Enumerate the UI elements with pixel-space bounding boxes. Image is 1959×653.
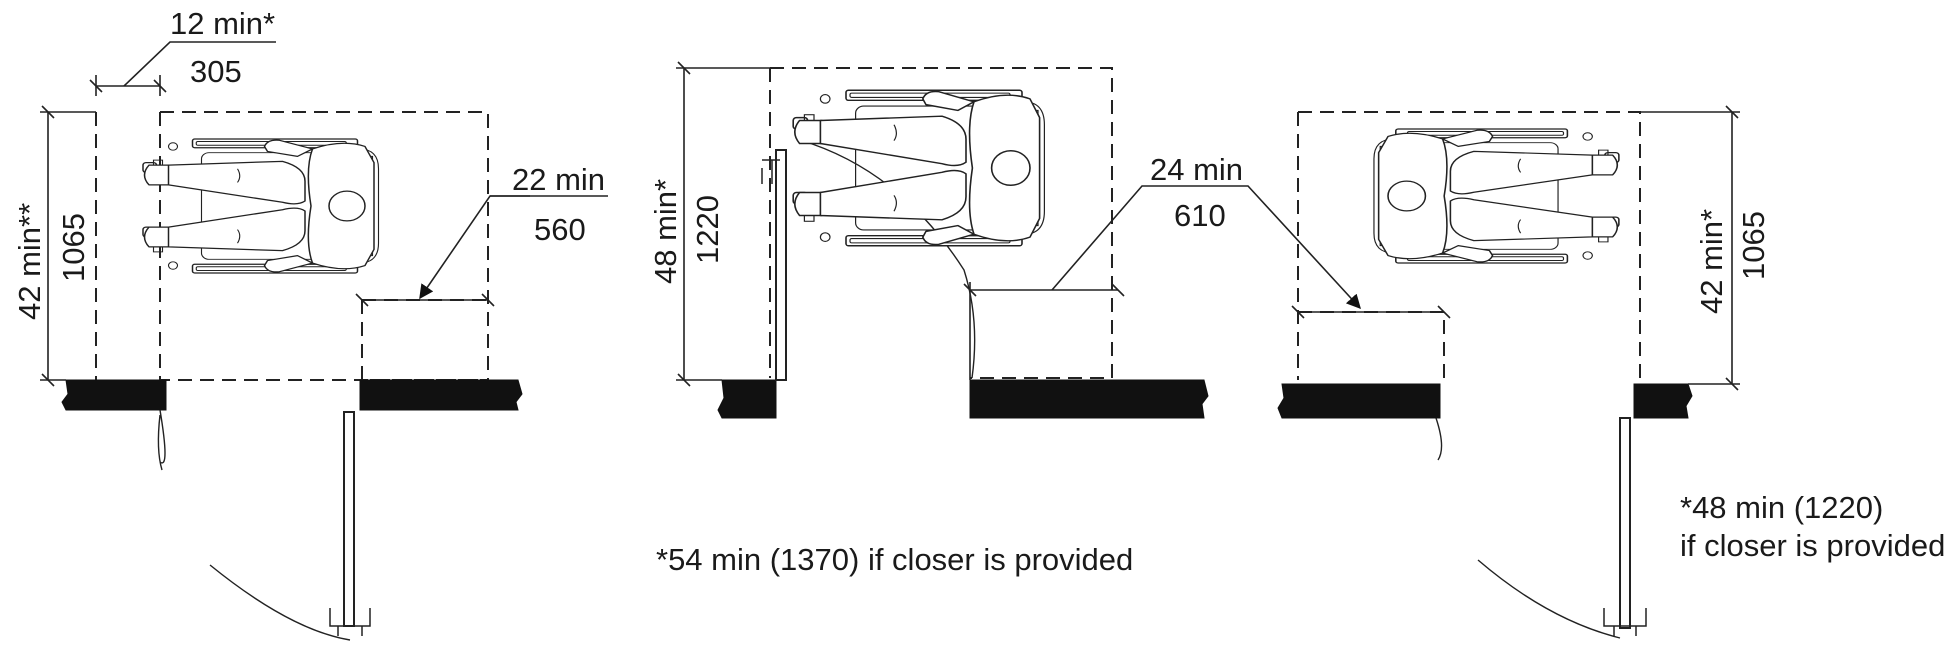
left-latch-side-mm: 560 <box>534 212 586 247</box>
left-door-offset-leader <box>123 41 276 87</box>
middle-door-handle <box>761 159 780 184</box>
right-door-swing <box>1435 417 1621 639</box>
right-door-leaf <box>1619 417 1631 629</box>
middle-configuration: 48 min* 1220 24 min 610 <box>648 61 1361 419</box>
middle-depth-min: 48 min* <box>648 179 683 284</box>
right-wall-segment <box>1633 383 1693 419</box>
left-depth-min: 42 min** <box>12 203 47 320</box>
note-closer-54: *54 min (1370) if closer is provided <box>656 542 1133 577</box>
note-closer-48-line2: if closer is provided <box>1680 528 1945 563</box>
left-wall-segment <box>359 379 523 411</box>
middle-wall-segment <box>717 379 777 419</box>
middle-door-leaf <box>775 149 787 381</box>
left-latch-side-min: 22 min <box>512 162 605 197</box>
right-wall-segment <box>1277 383 1441 419</box>
left-wheelchair-user <box>142 138 380 274</box>
middle-wall-segment <box>969 379 1209 419</box>
left-door-swing <box>157 414 163 471</box>
left-depth-mm: 1065 <box>56 213 91 282</box>
left-door-leaf <box>343 411 355 627</box>
middle-door-swing <box>799 139 976 379</box>
left-door-offset-min: 12 min* <box>170 6 275 41</box>
left-configuration: 12 min* 305 42 min** 1065 22 min 560 <box>12 6 608 641</box>
right-wheelchair-user <box>1373 128 1620 264</box>
middle-wheelchair-user <box>792 89 1046 247</box>
middle-clear-floor-space <box>769 67 1113 379</box>
note-closer-48-line1: *48 min (1220) <box>1680 490 1883 525</box>
left-door-swing <box>159 409 351 641</box>
left-door-offset-mm: 305 <box>190 54 242 89</box>
middle-depth-mm: 1220 <box>690 195 725 264</box>
left-wall-segment <box>61 379 167 411</box>
right-depth-min: 42 min* <box>1694 209 1729 314</box>
left-door-handle <box>329 608 371 636</box>
middle-latch-side-mm: 610 <box>1174 198 1226 233</box>
right-door-handle <box>1603 608 1647 636</box>
left-latch-side-leader <box>419 195 530 300</box>
right-configuration: 42 min* 1065 <box>1277 105 1771 639</box>
middle-latch-side-min: 24 min <box>1150 152 1243 187</box>
latch-side-leader <box>1051 185 1361 310</box>
right-depth-mm: 1065 <box>1736 211 1771 280</box>
